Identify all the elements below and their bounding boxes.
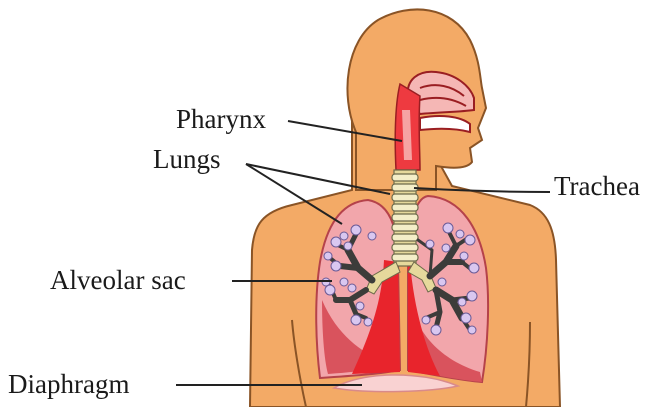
lungs-label: Lungs — [153, 144, 221, 174]
trachea-label: Trachea — [554, 171, 640, 201]
alveolar-sac-label: Alveolar sac — [50, 265, 186, 295]
pharynx-label: Pharynx — [176, 104, 266, 134]
diaphragm-label: Diaphragm — [8, 369, 129, 399]
